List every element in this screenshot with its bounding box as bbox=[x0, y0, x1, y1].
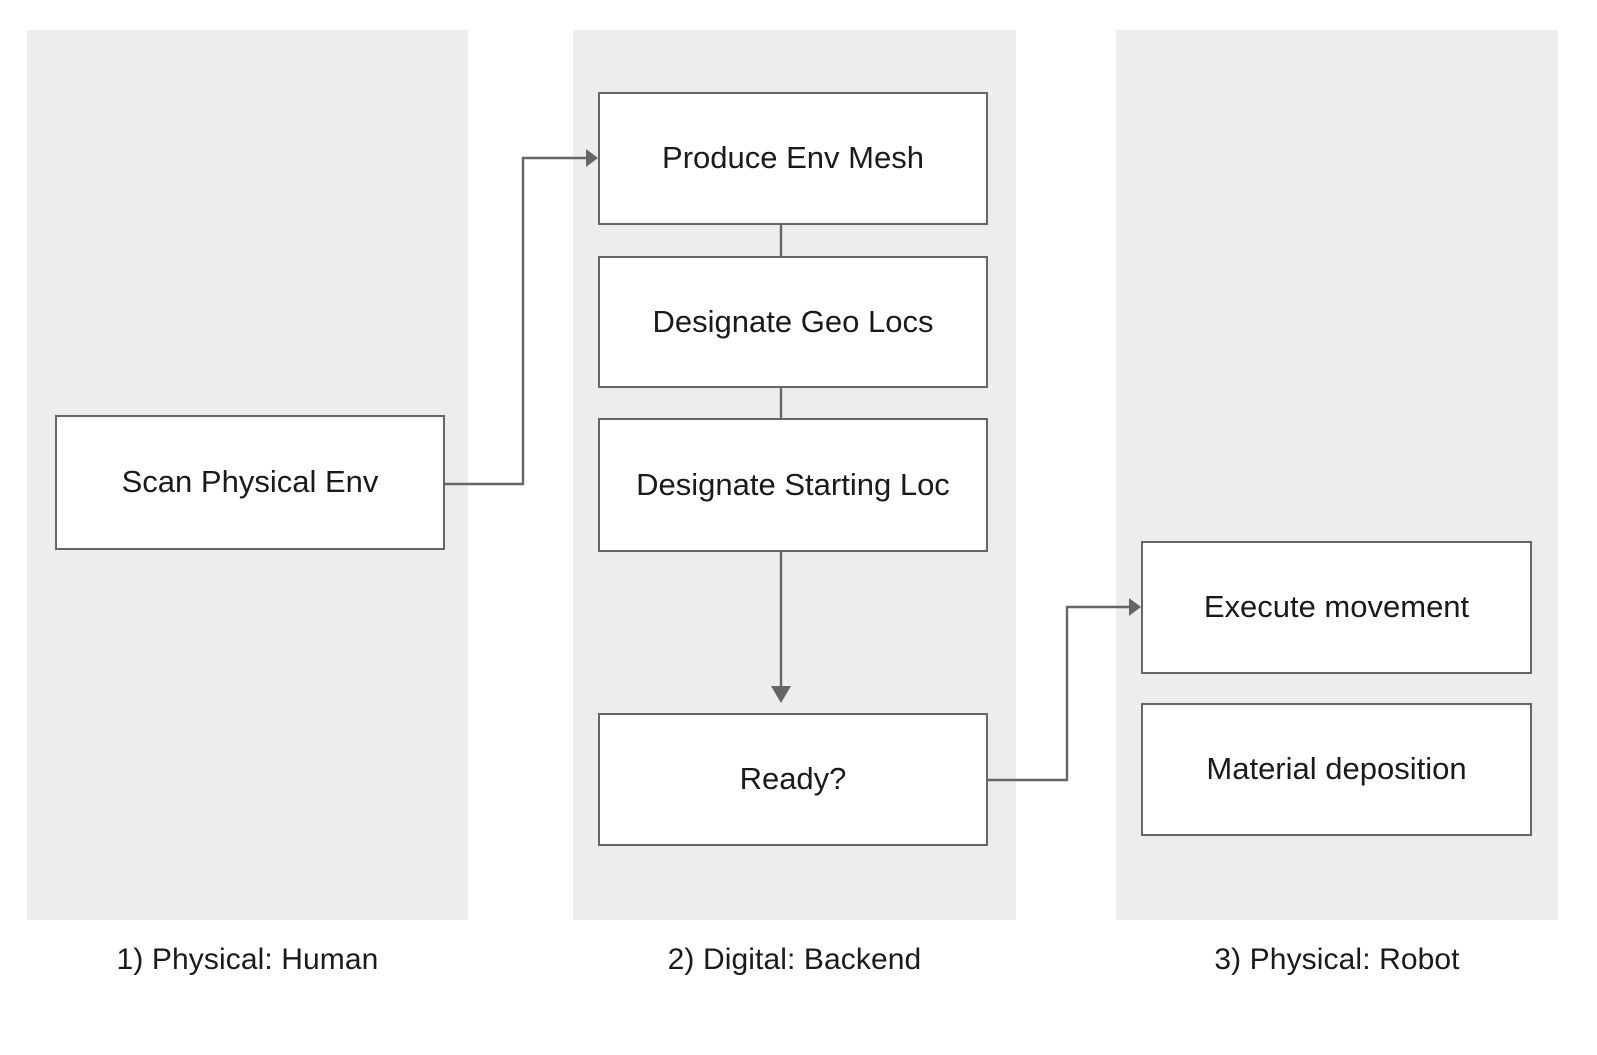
node-scan-physical-env[interactable]: Scan Physical Env bbox=[55, 415, 445, 550]
lane-label-backend: 2) Digital: Backend bbox=[667, 943, 922, 976]
node-produce-env-mesh[interactable]: Produce Env Mesh bbox=[598, 92, 988, 225]
node-label: Designate Geo Locs bbox=[652, 303, 934, 339]
node-execute-movement[interactable]: Execute movement bbox=[1141, 541, 1532, 674]
node-label: Ready? bbox=[739, 761, 847, 797]
node-designate-geo-locs[interactable]: Designate Geo Locs bbox=[598, 256, 988, 388]
node-label: Designate Starting Loc bbox=[636, 466, 950, 502]
node-label: Execute movement bbox=[1203, 589, 1470, 625]
node-ready[interactable]: Ready? bbox=[598, 713, 988, 846]
lane-label-human: 1) Physical: Human bbox=[116, 943, 379, 976]
node-label: Material deposition bbox=[1206, 751, 1467, 787]
node-material-deposition[interactable]: Material deposition bbox=[1141, 703, 1532, 836]
lane-label-robot: 3) Physical: Robot bbox=[1214, 943, 1460, 976]
node-designate-starting-loc[interactable]: Designate Starting Loc bbox=[598, 418, 988, 552]
node-label: Scan Physical Env bbox=[121, 464, 379, 500]
node-label: Produce Env Mesh bbox=[662, 140, 924, 176]
